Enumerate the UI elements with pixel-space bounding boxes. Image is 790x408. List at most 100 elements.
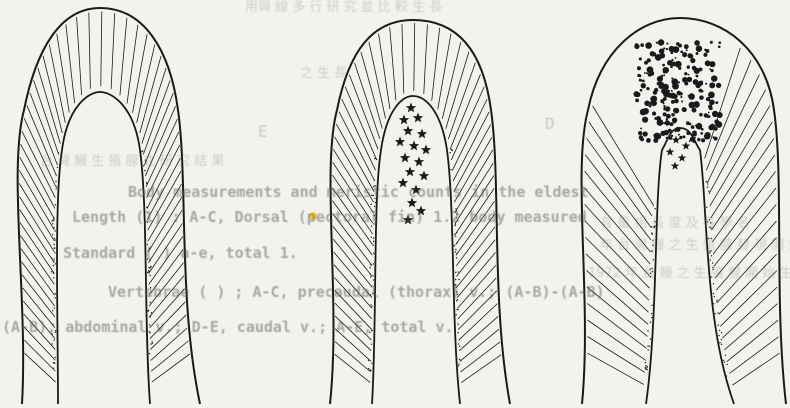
hatch-line <box>20 210 55 263</box>
stipple-dot <box>53 368 54 369</box>
dot-marker <box>663 102 665 104</box>
stipple-dot <box>459 346 460 347</box>
dot-marker <box>678 44 682 48</box>
hatch-line <box>34 80 59 154</box>
dot-marker <box>682 52 687 57</box>
hatch-line <box>349 75 378 150</box>
stipple-dot <box>52 234 53 235</box>
star-marker <box>413 113 423 123</box>
stipple-dot <box>713 303 714 304</box>
dot-marker <box>709 99 715 105</box>
dot-marker <box>683 135 686 138</box>
dot-marker <box>699 95 704 100</box>
star-marker <box>678 154 687 162</box>
panel-left <box>18 8 200 404</box>
dot-marker <box>667 90 670 93</box>
hatch-line <box>438 34 451 110</box>
panel-middle-stars <box>395 103 431 225</box>
star-marker <box>409 141 419 151</box>
dot-marker <box>647 58 651 62</box>
hatch-line <box>452 99 487 170</box>
dot-marker <box>663 97 667 101</box>
stipple-dot <box>724 362 725 363</box>
star-marker <box>405 167 415 177</box>
stipple-dot <box>369 267 370 268</box>
stipple-dot <box>706 207 707 208</box>
dot-marker <box>640 43 644 47</box>
dot-marker <box>712 136 714 138</box>
dot-marker <box>663 112 667 116</box>
stipple-dot <box>373 263 374 264</box>
hatch-line <box>414 23 415 91</box>
stipple-dot <box>717 312 718 313</box>
dot-marker <box>680 96 682 98</box>
dot-marker <box>718 45 721 48</box>
hatch-line <box>49 44 65 122</box>
stipple-dot <box>54 363 55 364</box>
stipple-dot <box>456 314 457 315</box>
star-marker <box>682 142 691 150</box>
dot-marker <box>684 72 687 75</box>
stipple-dot <box>54 238 55 239</box>
hatch-line <box>151 341 188 371</box>
dot-marker <box>646 45 649 48</box>
stipple-dot <box>152 343 153 344</box>
stipple-dot <box>650 338 651 339</box>
bleed-line-4: Vertebrae ( ) ; A-C, precaudal (thorax) … <box>108 283 605 301</box>
hatch-line <box>120 18 127 96</box>
star-marker <box>395 137 405 147</box>
dot-marker <box>675 127 680 132</box>
dot-marker <box>674 108 680 114</box>
dot-marker <box>646 138 651 143</box>
dot-marker <box>684 82 688 86</box>
dot-marker <box>718 41 721 44</box>
dot-marker <box>698 81 703 86</box>
bleed-cjk-right-3: 1972 年 台 鰻 之 生 殖 腺 開 始 生 <box>588 262 790 281</box>
star-marker <box>666 148 675 156</box>
dot-marker <box>716 83 721 88</box>
dot-marker <box>690 58 695 63</box>
dot-marker <box>672 117 677 122</box>
stipple-dot <box>53 261 54 262</box>
dot-marker <box>637 66 641 70</box>
dot-marker <box>678 134 680 136</box>
dot-marker <box>663 67 669 73</box>
panel-middle-inner-outline <box>372 96 460 404</box>
stipple-dot <box>370 370 371 371</box>
stipple-dot <box>456 253 457 254</box>
dot-marker <box>704 49 706 51</box>
bleed-cjk-left-1: 台 灣 鰻 生 殖 腺 之 研 究 結 果 <box>40 150 224 169</box>
stipple-dot <box>52 310 53 311</box>
dot-marker <box>699 113 703 117</box>
bleed-cjk-right-1: 有 量 相 長 度 及 各 學 名 <box>600 212 750 231</box>
bleed-label-e: E <box>258 122 268 141</box>
stipple-dot <box>53 248 54 249</box>
stipple-dot <box>151 341 152 342</box>
stipple-dot <box>149 275 150 276</box>
stipple-dot <box>376 159 377 160</box>
dot-marker <box>697 138 700 141</box>
stipple-dot <box>458 343 459 344</box>
dot-marker <box>673 46 680 53</box>
panels-group <box>18 8 786 404</box>
hatch-line <box>22 275 55 317</box>
dot-marker <box>646 72 648 74</box>
stipple-dot <box>651 313 652 314</box>
dot-marker <box>696 123 703 130</box>
dot-marker <box>639 57 642 60</box>
dot-marker <box>663 74 665 76</box>
hatch-line <box>732 353 779 385</box>
stipple-dot <box>54 307 55 308</box>
stipple-dot <box>374 158 375 159</box>
stipple-dot <box>713 293 714 294</box>
stipple-dot <box>647 330 648 331</box>
stipple-dot <box>55 204 56 205</box>
stipple-dot <box>458 365 459 366</box>
dot-marker <box>648 73 652 77</box>
dot-marker <box>650 51 655 56</box>
stipple-dot <box>53 227 54 228</box>
bleed-cjk-right-2: 年 台 灣 鰻 之 生 殖 腺 發 現 開 始 <box>600 234 790 253</box>
dot-marker <box>664 130 669 135</box>
dot-marker <box>649 105 652 108</box>
